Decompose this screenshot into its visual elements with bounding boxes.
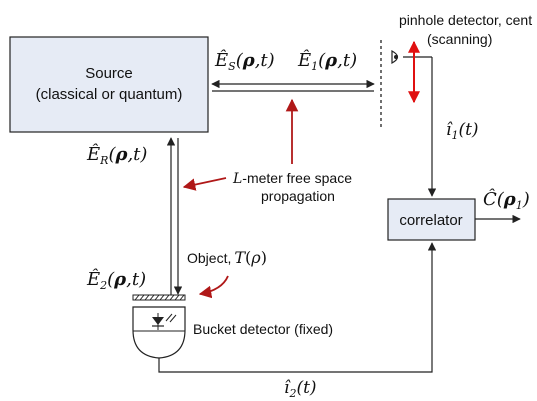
signal-path — [211, 79, 375, 92]
pinhole-label: pinhole detector, cent — [399, 12, 532, 28]
field-er-label: ÊR(ρ,t) — [86, 142, 147, 167]
object-arrow — [198, 275, 229, 299]
correlator-label: correlator — [399, 212, 462, 229]
source-title: Source — [85, 65, 133, 82]
output-c-label: Ĉ(ρ1) — [483, 187, 530, 212]
bucket-detector-icon — [132, 306, 186, 359]
correlator-box: correlator — [387, 198, 476, 241]
propagation-label-2: propagation — [261, 188, 335, 204]
source-box: Source (classical or quantum) — [9, 36, 209, 133]
bucket-label: Bucket detector (fixed) — [193, 321, 333, 337]
pinhole-detector-icon — [391, 49, 399, 65]
object-label: Object,T(ρ) — [187, 248, 267, 267]
i2-wire — [158, 242, 437, 373]
object-plate — [132, 294, 186, 301]
field-e1-label: Ê1(ρ,t) — [297, 48, 357, 73]
source-subtitle: (classical or quantum) — [36, 86, 183, 103]
field-e2-label: Ê2(ρ,t) — [86, 267, 146, 292]
reference-path — [166, 137, 183, 296]
current-i1-label: î1(t) — [446, 120, 479, 142]
field-es-label: ÊS(ρ,t) — [214, 48, 275, 73]
pinhole-scanning-label: (scanning) — [427, 31, 492, 47]
propagation-arrow-left — [182, 177, 227, 191]
current-i2-label: î2(t) — [284, 378, 317, 400]
propagation-label: L-meter free space — [232, 170, 352, 187]
